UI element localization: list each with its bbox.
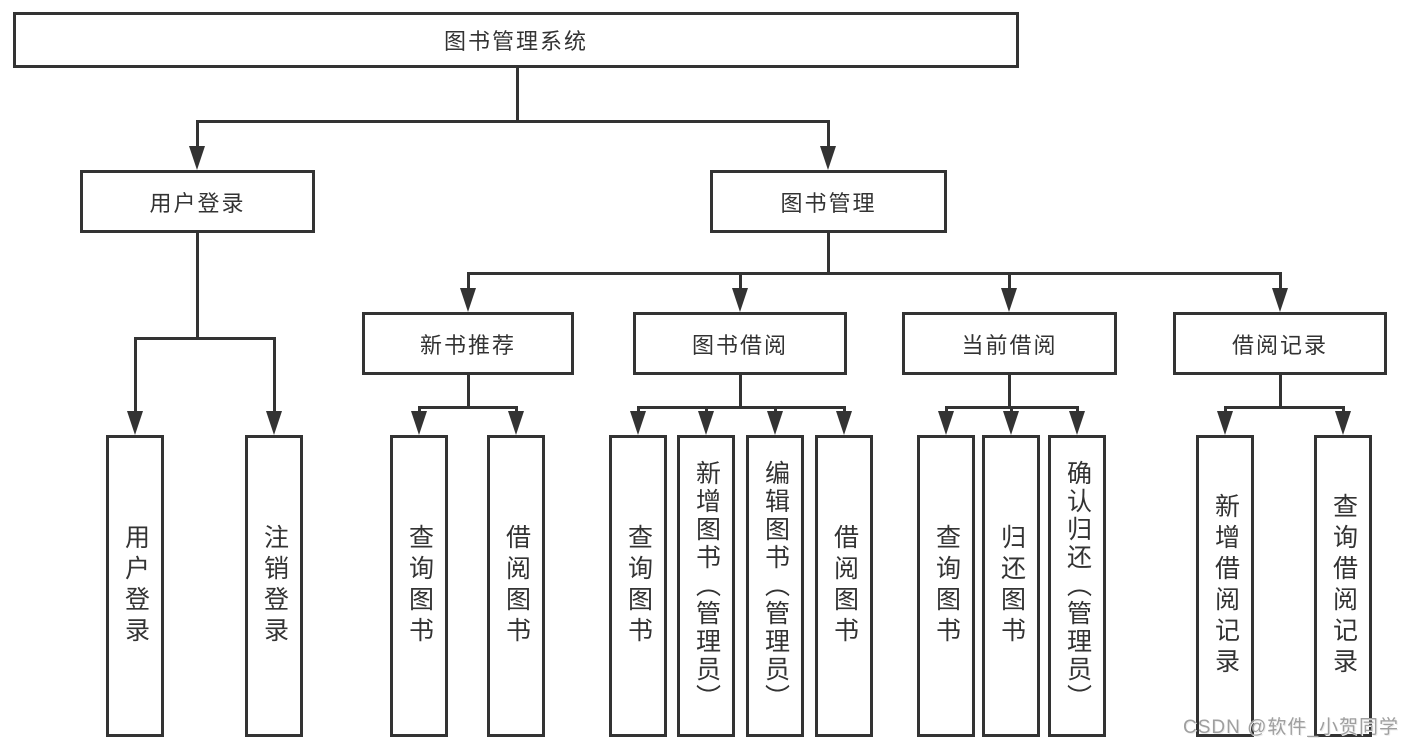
leaf-user-login: 用户登录 [106,435,164,737]
leaf-newbook-query-books: 查询图书 [390,435,448,737]
connector-line [1224,406,1227,411]
connector-line [515,406,518,411]
leaf-current-confirm-return-admin: 确认归还（管理员） [1048,435,1106,737]
connector-line [1076,406,1079,411]
connector-line [945,406,948,411]
connector-line [516,68,519,120]
arrowhead-down-icon [1272,288,1288,312]
arrowhead-down-icon [189,146,205,170]
arrowhead-down-icon [411,411,427,435]
arrowhead-down-icon [732,288,748,312]
connector-line [196,120,199,146]
connector-line [774,406,777,411]
connector-line [637,406,845,409]
leaf-borrowing-borrow-books: 借阅图书 [815,435,873,737]
connector-line [273,337,276,411]
node-book-management: 图书管理 [710,170,947,233]
node-current-borrowing: 当前借阅 [902,312,1117,375]
connector-line [1279,375,1282,406]
leaf-borrowing-edit-books-admin: 编辑图书（管理员） [746,435,804,737]
node-root-library-management-system: 图书管理系统 [13,12,1019,68]
leaf-records-query-borrow-record: 查询借阅记录 [1314,435,1372,737]
arrowhead-down-icon [630,411,646,435]
arrowhead-down-icon [508,411,524,435]
connector-line [134,337,275,340]
arrowhead-down-icon [460,288,476,312]
node-borrowing-records: 借阅记录 [1173,312,1387,375]
connector-line [467,272,470,288]
connector-line [1008,272,1011,288]
arrowhead-down-icon [698,411,714,435]
connector-line [705,406,708,411]
connector-line [1010,406,1013,411]
arrowhead-down-icon [1069,411,1085,435]
connector-line [196,233,199,337]
leaf-current-query-books: 查询图书 [917,435,975,737]
arrowhead-down-icon [1335,411,1351,435]
connector-line [739,272,742,288]
connector-line [739,375,742,406]
arrowhead-down-icon [266,411,282,435]
connector-line [1342,406,1345,411]
connector-line [196,120,830,123]
connector-line [827,120,830,146]
leaf-records-add-borrow-record: 新增借阅记录 [1196,435,1254,737]
connector-line [637,406,640,411]
connector-line [134,337,137,411]
arrowhead-down-icon [767,411,783,435]
connector-line [467,272,1281,275]
connector-line [1008,375,1011,406]
arrowhead-down-icon [1217,411,1233,435]
node-new-book-recommendation: 新书推荐 [362,312,574,375]
connector-line [418,406,518,409]
connector-line [843,406,846,411]
arrowhead-down-icon [127,411,143,435]
connector-line [418,406,421,411]
connector-line [467,375,470,406]
leaf-logout: 注销登录 [245,435,303,737]
connector-line [1224,406,1344,409]
arrowhead-down-icon [1003,411,1019,435]
arrowhead-down-icon [1001,288,1017,312]
arrowhead-down-icon [938,411,954,435]
arrowhead-down-icon [836,411,852,435]
node-user-login: 用户登录 [80,170,315,233]
leaf-borrowing-add-books-admin: 新增图书（管理员） [677,435,735,737]
leaf-newbook-borrow-books: 借阅图书 [487,435,545,737]
arrowhead-down-icon [820,146,836,170]
node-book-borrowing: 图书借阅 [633,312,847,375]
connector-line [1279,272,1282,288]
leaf-borrowing-query-books: 查询图书 [609,435,667,737]
connector-line [827,233,830,272]
csdn-watermark: CSDN @软件_小贺同学 [1183,717,1399,738]
leaf-current-return-books: 归还图书 [982,435,1040,737]
